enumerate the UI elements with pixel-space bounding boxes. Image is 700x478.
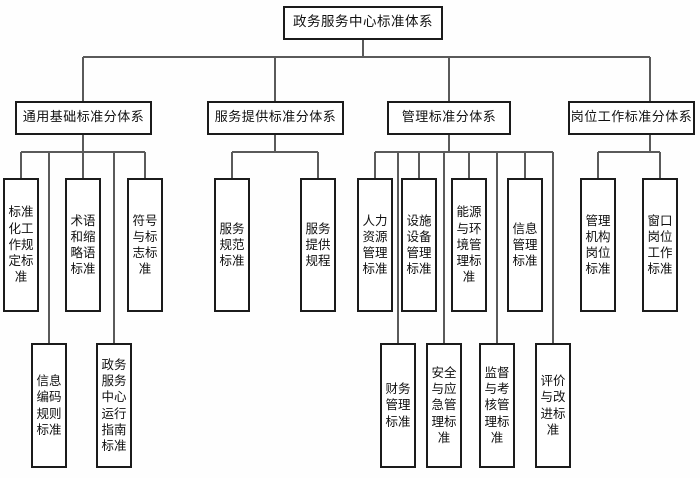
leaf-label: 信息管理标准 <box>512 220 538 269</box>
leaf-node-human-resource-management[interactable]: 人力资源管理标准 <box>357 178 393 312</box>
leaf-label: 服务规范标准 <box>219 220 245 269</box>
leaf-node-service-center-operation-guide[interactable]: 政务服务中心运行指南标准 <box>96 343 132 468</box>
branch-node-management[interactable]: 管理标准分体系 <box>387 101 511 135</box>
leaf-node-symbol-sign[interactable]: 符号与标志标准 <box>127 178 163 312</box>
branch-label: 通用基础标准分体系 <box>22 110 145 126</box>
leaf-label: 窗口岗位工作标准 <box>647 212 673 277</box>
leaf-node-financial-management[interactable]: 财务管理标准 <box>380 343 416 468</box>
leaf-label: 标准化工作规定标准 <box>8 204 34 285</box>
branch-label: 管理标准分体系 <box>401 110 497 126</box>
leaf-label: 能源与环境管理标准 <box>456 204 482 285</box>
leaf-node-evaluation-improvement[interactable]: 评价与改进标准 <box>535 343 571 468</box>
leaf-label: 财务管理标准 <box>385 381 411 429</box>
leaf-label: 服务提供规程 <box>305 220 331 269</box>
leaf-node-window-post-work[interactable]: 窗口岗位工作标准 <box>642 178 678 312</box>
leaf-node-service-specification[interactable]: 服务规范标准 <box>214 178 250 312</box>
branch-node-general-basic[interactable]: 通用基础标准分体系 <box>15 101 152 135</box>
leaf-label: 监督与考核管理标准 <box>484 364 510 445</box>
leaf-label: 信息编码规则标准 <box>36 373 62 437</box>
leaf-label: 评价与改进标准 <box>540 373 566 437</box>
root-node[interactable]: 政务服务中心标准体系 <box>283 6 443 40</box>
leaf-node-energy-environment-management[interactable]: 能源与环境管理标准 <box>451 178 487 312</box>
leaf-label: 设施设备管理标准 <box>406 212 432 277</box>
branch-node-service-provision[interactable]: 服务提供标准分体系 <box>207 101 344 135</box>
leaf-label: 政务服务中心运行指南标准 <box>101 356 127 453</box>
branch-label: 岗位工作标准分体系 <box>570 110 693 126</box>
leaf-label: 符号与标志标准 <box>132 212 158 277</box>
leaf-node-standardization-work-rules[interactable]: 标准化工作规定标准 <box>3 178 39 312</box>
branch-label: 服务提供标准分体系 <box>214 110 337 126</box>
leaf-node-management-organization-post[interactable]: 管理机构岗位标准 <box>580 178 616 312</box>
leaf-node-supervision-assessment-management[interactable]: 监督与考核管理标准 <box>479 343 515 468</box>
leaf-label: 人力资源管理标准 <box>362 212 388 277</box>
leaf-node-terminology-abbreviation[interactable]: 术语和缩略语标准 <box>65 178 101 312</box>
leaf-label: 管理机构岗位标准 <box>585 212 611 277</box>
leaf-node-facility-equipment-management[interactable]: 设施设备管理标准 <box>401 178 437 312</box>
leaf-node-service-provision-procedure[interactable]: 服务提供规程 <box>300 178 336 312</box>
root-node-label: 政务服务中心标准体系 <box>293 14 433 31</box>
leaf-node-safety-emergency-management[interactable]: 安全与应急管理标准 <box>426 343 462 468</box>
leaf-node-information-management[interactable]: 信息管理标准 <box>507 178 543 312</box>
leaf-label: 术语和缩略语标准 <box>70 212 96 277</box>
branch-node-post-work[interactable]: 岗位工作标准分体系 <box>568 101 695 135</box>
leaf-node-information-coding-rules[interactable]: 信息编码规则标准 <box>31 343 67 468</box>
leaf-label: 安全与应急管理标准 <box>431 364 457 445</box>
